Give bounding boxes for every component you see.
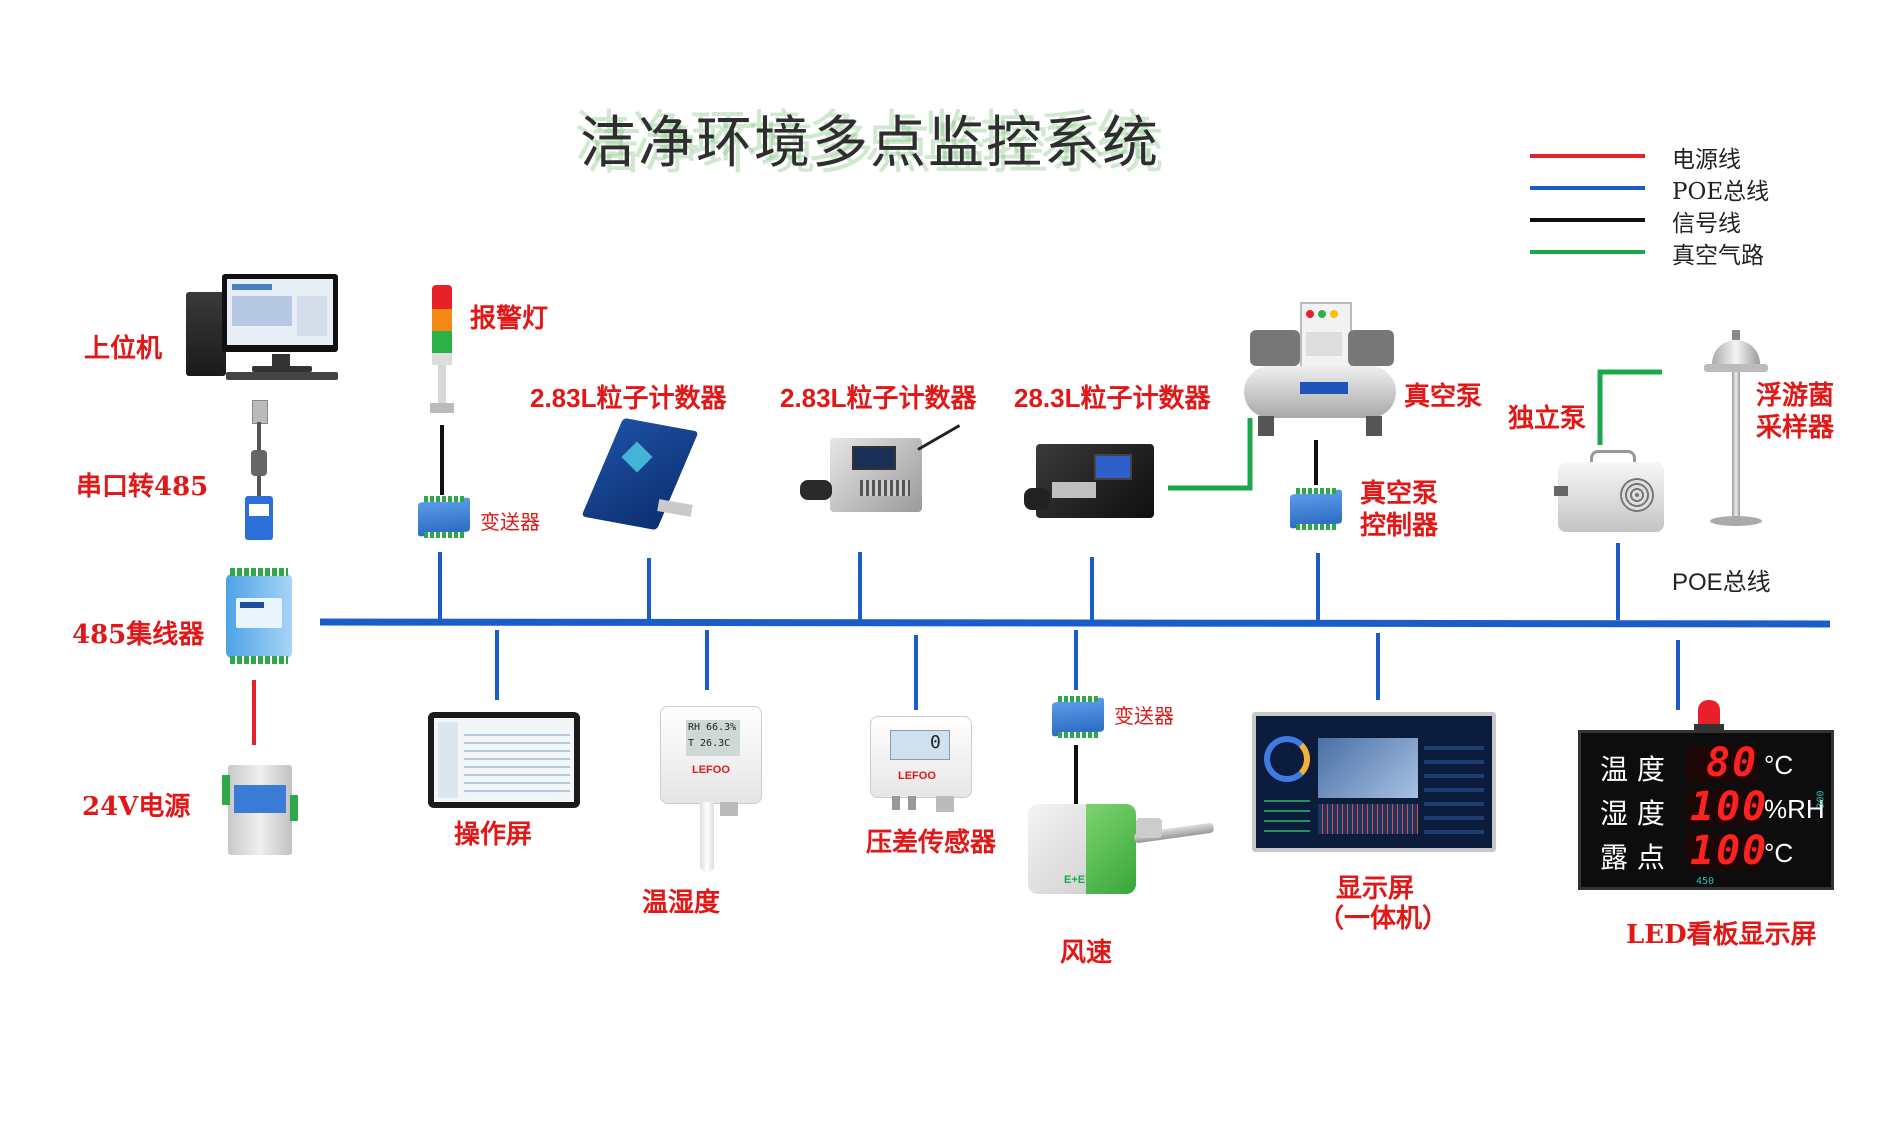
- label-led-board: LED看板显示屏: [1626, 920, 1817, 950]
- label-vacuum-pump: 真空泵: [1404, 382, 1483, 412]
- label-serial: 串口转485: [76, 472, 209, 502]
- led-row-1-label: 温 度: [1600, 753, 1665, 786]
- led-alarm-icon: [1698, 700, 1720, 726]
- legend: 电源线 POE总线 信号线 真空气路: [1530, 140, 1790, 270]
- led-row-3-unit: °C: [1764, 838, 1794, 868]
- particle-counter-3-icon: [1024, 438, 1160, 528]
- operation-screen-icon: [428, 712, 580, 808]
- label-host: 上位机: [84, 334, 163, 364]
- led-board-icon: 温 度 80 °C 湿 度 100 %RH 露 点 100 °C 450 300: [1578, 700, 1838, 890]
- poe-main-bus: [319, 618, 1831, 628]
- legend-poe-line: [1530, 186, 1645, 190]
- label-transmitter-top: 变送器: [480, 510, 540, 534]
- label-temp-humidity: 温湿度: [642, 888, 721, 918]
- th-brand: LEFOO: [692, 764, 730, 776]
- legend-power-line: [1530, 154, 1645, 158]
- label-transmitter-bottom: 变送器: [1114, 704, 1174, 728]
- label-counter2: 2.83L粒子计数器: [780, 383, 977, 413]
- temp-humidity-icon: RH 66.3% T 26.3C LEFOO: [660, 706, 762, 876]
- vacuum-path-sampler: [1597, 369, 1662, 445]
- led-row-1-box: [1686, 746, 1758, 782]
- led-row-2-value: 100: [1690, 784, 1769, 830]
- label-counter3: 28.3L粒子计数器: [1014, 383, 1211, 413]
- legend-power-label: 电源线: [1672, 147, 1741, 173]
- th-rh-readout: RH 66.3%: [688, 722, 737, 733]
- dp-readout: 0: [930, 732, 941, 753]
- vacuum-path-counter3: [1168, 418, 1253, 491]
- th-t-readout: T 26.3C: [688, 738, 731, 749]
- label-standalone-pump: 独立泵: [1508, 404, 1587, 434]
- led-row-3-box: [1686, 834, 1758, 870]
- legend-signal-label: 信号线: [1672, 211, 1741, 237]
- label-sampler: 浮游菌 采样器: [1756, 381, 1835, 443]
- power-supply-icon: [222, 765, 298, 865]
- diagram-title: 洁净环境多点监控系统: [580, 111, 1160, 176]
- led-dim-width: 450: [1696, 876, 1715, 887]
- label-alarm-light: 报警灯: [470, 304, 549, 334]
- led-dim-height: 300: [1815, 790, 1827, 809]
- dp-brand: LEFOO: [898, 770, 936, 782]
- transmitter-icon: [418, 496, 470, 538]
- led-row-1-value: 80: [1706, 740, 1759, 786]
- led-row-3-label: 露 点: [1600, 841, 1665, 874]
- label-counter1: 2.83L粒子计数器: [530, 383, 727, 413]
- wind-brand: E+E: [1064, 874, 1086, 886]
- particle-counter-1-icon: [581, 417, 700, 531]
- vacuum-controller-icon: [1290, 488, 1342, 530]
- label-power: 24V电源: [82, 792, 191, 822]
- label-pressure-sensor: 压差传感器: [866, 828, 997, 858]
- label-hub: 485集线器: [72, 620, 205, 650]
- standalone-pump-icon: [1554, 450, 1668, 536]
- pressure-sensor-icon: 0 LEFOO: [870, 716, 972, 816]
- label-poe-bus: POE总线: [1672, 569, 1771, 596]
- legend-poe-label: POE总线: [1672, 179, 1770, 205]
- label-vacuum-controller: 真空泵 控制器: [1360, 479, 1439, 541]
- legend-signal-line: [1530, 218, 1645, 222]
- legend-vacuum-label: 真空气路: [1672, 243, 1764, 269]
- host-pc-icon: [182, 272, 342, 382]
- wind-transmitter-icon: [1052, 696, 1104, 738]
- sampler-icon: [1704, 330, 1768, 530]
- led-row-3-value: 100: [1690, 828, 1769, 874]
- display-screen-icon: [1252, 712, 1496, 852]
- alarm-light-icon: [428, 285, 456, 425]
- label-wind-speed: 风速: [1060, 938, 1113, 968]
- particle-counter-2-icon: [800, 424, 961, 522]
- led-row-2-label: 湿 度: [1600, 797, 1665, 830]
- label-display-screen: 显示屏: [1336, 874, 1415, 904]
- label-operation-screen: 操作屏: [454, 820, 533, 850]
- led-row-2-unit: %RH: [1764, 794, 1825, 824]
- hub-485-icon: [226, 568, 292, 664]
- led-row-2-box: [1686, 790, 1758, 826]
- legend-vacuum-line: [1530, 250, 1645, 254]
- label-display-screen-sub: （一体机）: [1318, 904, 1449, 934]
- wind-speed-icon: E+E: [1024, 804, 1224, 904]
- vacuum-pump-icon: [1244, 302, 1396, 438]
- led-row-1-unit: °C: [1764, 750, 1794, 780]
- serial-converter-icon: [240, 400, 280, 545]
